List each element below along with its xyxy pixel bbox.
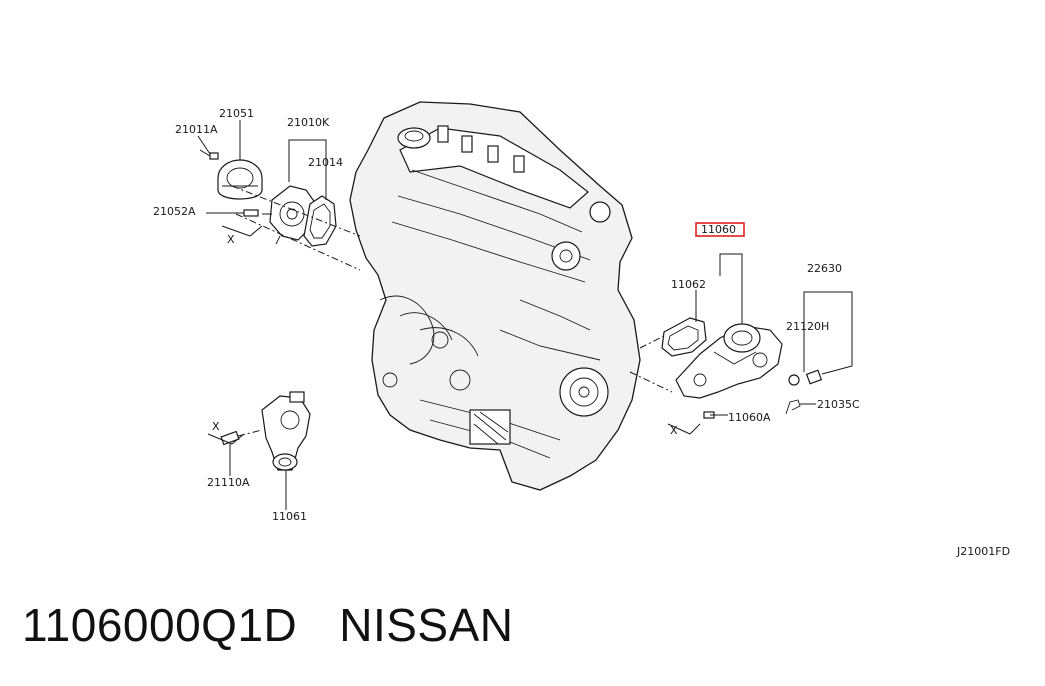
water-pump-pulley-group (199, 149, 361, 271)
highlight-box-11060 (695, 222, 745, 237)
gasket-11062 (661, 317, 707, 357)
water-inlet-housing-11060 (675, 323, 783, 399)
bolt-21110A (220, 430, 240, 446)
callout-21110A: 21110A (207, 476, 250, 489)
o-ring-21120H (788, 374, 800, 386)
part-number: 1106000Q1D (22, 599, 298, 651)
callout-21052A: 21052A (153, 205, 196, 218)
water-inlet-group (629, 317, 823, 435)
direction-mark-x-bottom-left: X (212, 420, 220, 433)
diagram-code: J21001FD (956, 545, 1010, 558)
gasket-21014 (303, 195, 337, 247)
callout-11060: 11060 (701, 223, 736, 236)
callout-11060A: 11060A (728, 411, 771, 424)
part-footer: 1106000Q1D NISSAN (22, 598, 514, 652)
water-outlet-group (207, 391, 311, 471)
sensor-22630 (805, 369, 823, 385)
ignition-coil-row (437, 125, 525, 173)
callout-labels: 21051 21011A 21010K 21014 21052A 11060 1… (153, 107, 1010, 558)
direction-mark-x-left: X (227, 233, 235, 246)
clip-21035C (785, 399, 801, 415)
engine-assembly-illustration (349, 101, 641, 491)
direction-mark-x-right: X (670, 424, 678, 437)
brand-name: NISSAN (339, 599, 514, 651)
callout-11062: 11062 (671, 278, 706, 291)
callout-21051: 21051 (219, 107, 254, 120)
callout-11061: 11061 (272, 510, 307, 523)
callout-21120H: 21120H (786, 320, 829, 333)
leader-lines (197, 120, 853, 510)
callout-21011A: 21011A (175, 123, 218, 136)
callout-21010K: 21010K (287, 116, 330, 129)
water-outlet-11061 (261, 391, 311, 471)
bolt-21011A (199, 149, 219, 160)
pulley-21051 (217, 159, 263, 200)
callout-22630: 22630 (807, 262, 842, 275)
callout-21014: 21014 (308, 156, 343, 169)
callout-21035C: 21035C (817, 398, 860, 411)
